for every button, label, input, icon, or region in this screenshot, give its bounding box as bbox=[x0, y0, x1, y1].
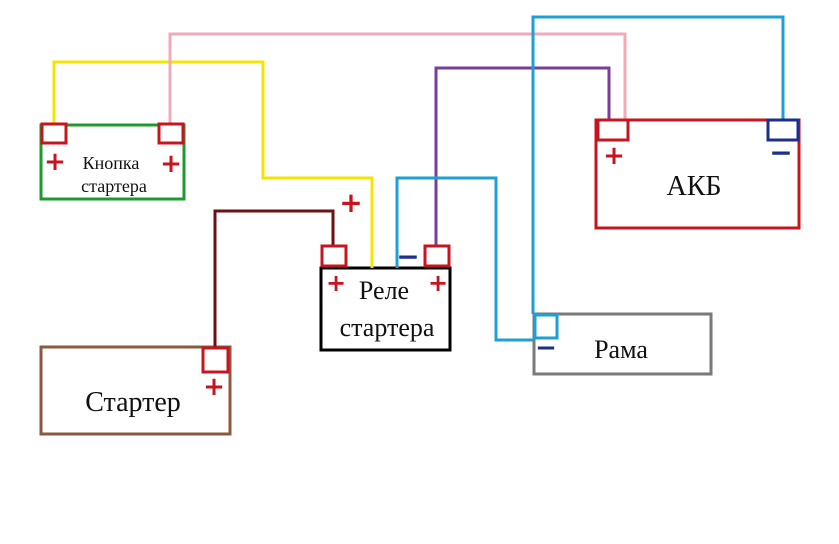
battery-terminal-minus bbox=[766, 118, 800, 142]
relay-minus-sign: − bbox=[396, 240, 419, 273]
relay-left-plus-sign: + bbox=[326, 269, 346, 297]
frame-label: Рама bbox=[594, 335, 648, 364]
wire-blue-battery-frame bbox=[531, 15, 785, 314]
battery-minus-sign: − bbox=[769, 136, 792, 169]
wire-blue-relay-frame bbox=[395, 176, 534, 342]
starter-label: Стартер bbox=[85, 387, 181, 418]
starter-plus-sign: + bbox=[203, 372, 225, 402]
starter-box bbox=[39, 345, 232, 436]
battery-label: АКБ bbox=[667, 171, 722, 202]
battery-plus-sign: + bbox=[603, 141, 625, 171]
button-label-line1: Кнопка bbox=[83, 153, 140, 173]
button-terminal-right bbox=[157, 122, 185, 145]
wire-pink bbox=[168, 32, 627, 124]
relay-label-line1: Реле bbox=[359, 276, 409, 305]
button-label-line2: стартера bbox=[81, 176, 147, 196]
relay-top-plus-sign: + bbox=[339, 186, 362, 219]
relay-terminal-left bbox=[320, 244, 348, 268]
frame-box bbox=[532, 312, 713, 376]
relay-terminal-right bbox=[423, 244, 451, 268]
button-left-plus-sign: + bbox=[44, 147, 66, 177]
relay-label-line2: стартера bbox=[340, 313, 435, 342]
frame-terminal bbox=[533, 313, 559, 340]
wire-yellow bbox=[52, 60, 374, 268]
battery-box bbox=[594, 118, 801, 230]
battery-terminal-plus bbox=[596, 118, 630, 142]
button-terminal-left bbox=[40, 122, 68, 145]
starter-terminal bbox=[201, 346, 230, 374]
button-right-plus-sign: + bbox=[160, 149, 182, 179]
relay-box bbox=[319, 266, 452, 352]
wire-darkred bbox=[213, 209, 335, 347]
wire-purple bbox=[434, 66, 611, 246]
frame-minus-sign: − bbox=[535, 333, 557, 363]
relay-right-plus-sign: + bbox=[428, 269, 448, 297]
button-box bbox=[39, 123, 186, 201]
